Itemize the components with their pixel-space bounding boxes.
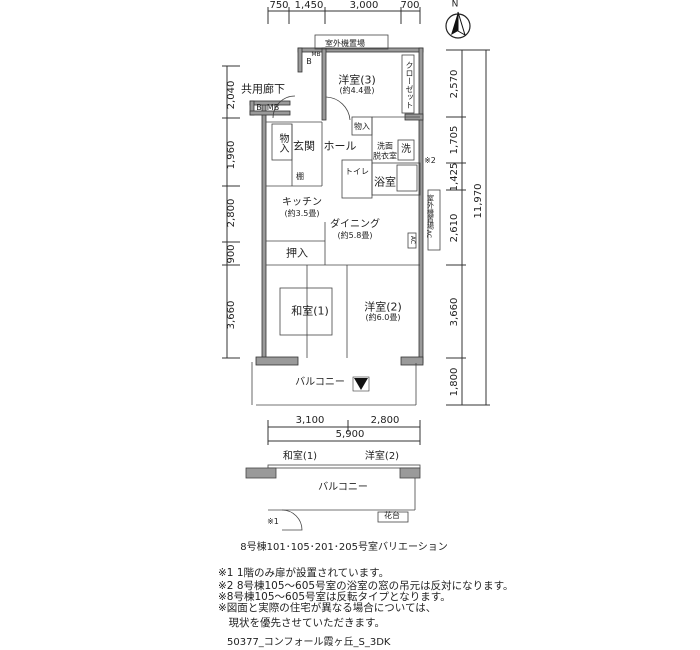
- dim-left-2: 1,960: [226, 140, 237, 170]
- outdoor-unit-area-top: 室外機置場: [325, 39, 365, 48]
- dim-right-6: 1,800: [449, 367, 460, 397]
- note1-mark: ※1: [267, 517, 279, 526]
- washroom-label: 洗面 脱衣室: [373, 141, 397, 160]
- note-2: ※2 8号棟105～605号室の浴室の窓の吊元は反対になります。: [218, 580, 514, 592]
- right-ticks: [446, 49, 490, 406]
- mb-label: MB: [266, 103, 280, 112]
- walls: [249, 47, 424, 366]
- planter-label: 花台: [384, 511, 400, 520]
- toilet-label: トイレ: [345, 167, 369, 176]
- note-1: ※1 1階のみ扉が設置されています。: [218, 567, 390, 579]
- north-arrow-icon: [445, 11, 471, 39]
- variation-balcony: バルコニー: [318, 482, 368, 493]
- dim-bottom-1: 3,100: [295, 415, 325, 426]
- variation-japanese-1: 和室(1): [282, 451, 318, 462]
- note-3: ※8号棟105～605号室は反転タイプとなります。: [218, 591, 451, 603]
- note-4: ※図面と実際の住宅が異なる場合については、: [218, 602, 437, 614]
- dim-bottom-2: 2,800: [370, 415, 400, 426]
- dimension-ticks: [267, 7, 421, 24]
- left-ticks: [222, 65, 240, 359]
- variation-western-2: 洋室(2): [364, 451, 400, 462]
- hall-label: ホール: [323, 139, 357, 153]
- dim-total-width: 5,900: [335, 429, 365, 440]
- balcony-direction-icon: [354, 378, 368, 390]
- oshiire-label: 押入: [286, 246, 308, 260]
- kitchen-size: (約3.5畳): [284, 209, 320, 218]
- dim-left-1: 2,040: [226, 80, 237, 110]
- dim-left-4: 900: [226, 244, 237, 264]
- dining-label: ダイニング: [330, 219, 380, 230]
- ac-label: AC: [409, 235, 416, 245]
- room-western-3: 洋室(3): [338, 73, 376, 87]
- ac-label-2: AC: [425, 229, 432, 239]
- common-corridor-label: 共用廊下: [241, 82, 285, 96]
- plan-code: 50377_コンフォール霞ヶ丘_S_3DK: [227, 637, 391, 648]
- room-western-2-size: (約6.0畳): [365, 313, 401, 322]
- b-label-small: B: [306, 57, 312, 66]
- dim-top-2: 1,450: [294, 0, 324, 11]
- variation-caption: 8号棟101･105･201･205号室バリエーション: [240, 542, 448, 553]
- room-western-2: 洋室(2): [364, 300, 402, 314]
- north-label: N: [451, 0, 459, 10]
- room-japanese-1: 和室(1): [291, 304, 329, 318]
- dim-top-1: 750: [269, 0, 289, 11]
- dim-total-height: 11,970: [473, 183, 484, 219]
- washer-label: 洗: [401, 144, 411, 155]
- storage-entry-label: 物入: [277, 133, 288, 153]
- dim-left-5: 3,660: [226, 300, 237, 330]
- kitchen-label: キッチン: [282, 197, 322, 208]
- mb-label-small: MB: [311, 51, 321, 58]
- dim-right-1: 2,570: [449, 69, 460, 99]
- balcony-label: バルコニー: [295, 377, 345, 388]
- b-label: B: [256, 103, 262, 112]
- bathroom-label: 浴室: [374, 175, 396, 189]
- interior-lines: [245, 34, 441, 531]
- note2-mark: ※2: [424, 156, 436, 165]
- room-western-3-size: (約4.4畳): [339, 86, 375, 95]
- dining-size: (約5.8畳): [337, 231, 373, 240]
- dim-right-5: 3,660: [449, 297, 460, 327]
- entrance-label: 玄関: [293, 139, 315, 153]
- outdoor-unit-area-side: 室外機置場: [426, 194, 435, 230]
- storage-small-label: 物入: [354, 122, 370, 131]
- dim-right-4: 2,610: [449, 213, 460, 243]
- dim-right-2: 1,705: [449, 125, 460, 155]
- dim-top-3: 3,000: [349, 0, 379, 11]
- dim-left-3: 2,800: [226, 198, 237, 228]
- shelf-label: 棚: [296, 172, 304, 181]
- note-5: 現状を優先させていただきます。: [218, 617, 385, 629]
- dim-top-4: 700: [400, 0, 420, 11]
- closet-label: クローゼット: [405, 61, 414, 109]
- dim-right-3: 1,425: [449, 162, 460, 192]
